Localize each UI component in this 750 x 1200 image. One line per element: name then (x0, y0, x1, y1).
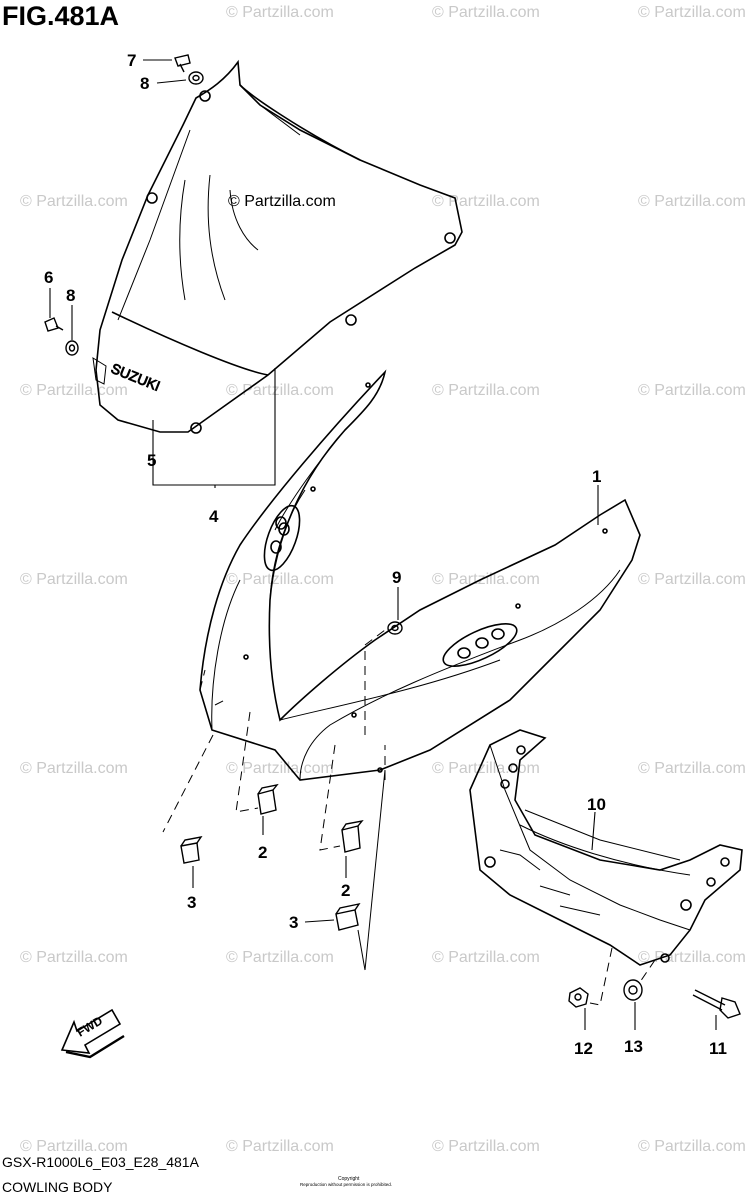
watermark: © Partzilla.com (432, 4, 540, 21)
copyright-small: Copyright (338, 1176, 360, 1182)
callout-11: 11 (709, 1039, 727, 1058)
watermark: © Partzilla.com (638, 1138, 746, 1155)
callout-9: 9 (392, 568, 401, 587)
figure-title: FIG.481A (2, 1, 119, 31)
nut-9 (387, 621, 403, 635)
callout-1: 1 (592, 467, 601, 486)
callout-4: 4 (209, 507, 219, 526)
callout-8-side: 8 (66, 286, 75, 305)
cushion-3-right (335, 902, 361, 931)
windscreen (92, 59, 463, 434)
watermark: © Partzilla.com (20, 1138, 128, 1155)
fwd-arrow-icon: FWD (60, 1008, 125, 1059)
screw-6 (44, 317, 64, 332)
watermark: © Partzilla.com (20, 571, 128, 588)
watermark: © Partzilla.com (638, 382, 746, 399)
cushion-3-left (180, 836, 203, 864)
callout-12: 12 (574, 1039, 593, 1058)
watermark: © Partzilla.com (432, 193, 540, 210)
section-name: COWLING BODY (2, 1179, 113, 1195)
callout-10: 10 (587, 795, 606, 814)
watermark: © Partzilla.com (432, 1138, 540, 1155)
callout-6: 6 (44, 268, 53, 287)
callout-numbers: 1 2 2 3 3 4 5 6 7 8 8 9 10 11 12 13 (44, 51, 727, 1058)
watermark: © Partzilla.com (638, 4, 746, 21)
cowling-bracket (469, 729, 743, 966)
watermark: © Partzilla.com (638, 193, 746, 210)
watermark: © Partzilla.com (226, 949, 334, 966)
nut-8-side (65, 340, 79, 356)
watermark-center: © Partzilla.com (228, 193, 336, 210)
callout-5: 5 (147, 451, 156, 470)
washer-13 (623, 979, 643, 1001)
watermark: © Partzilla.com (226, 1138, 334, 1155)
screw-7 (174, 54, 191, 73)
callout-2-left: 2 (258, 843, 267, 862)
watermark: © Partzilla.com (226, 4, 334, 21)
upper-cowling (199, 369, 641, 781)
watermark: © Partzilla.com (20, 193, 128, 210)
watermark: © Partzilla.com (432, 382, 540, 399)
callout-8-top: 8 (140, 74, 149, 93)
bolt-11 (692, 989, 741, 1019)
model-code: GSX-R1000L6_E03_E28_481A (2, 1154, 200, 1170)
watermark: © Partzilla.com (20, 949, 128, 966)
watermark: © Partzilla.com (432, 949, 540, 966)
nut-12 (568, 987, 589, 1008)
copyright-fine: Reproduction without permission is prohi… (300, 1182, 392, 1187)
callout-3-right: 3 (289, 913, 298, 932)
watermark: © Partzilla.com (20, 760, 128, 777)
callout-13: 13 (624, 1037, 643, 1056)
cushion-2-left (257, 783, 279, 815)
callout-2-right: 2 (341, 881, 350, 900)
leader-lines (49, 59, 717, 1030)
watermark: © Partzilla.com (638, 571, 746, 588)
callout-7: 7 (127, 51, 136, 70)
solid-assembly-lines (357, 769, 386, 971)
cushion-2-right (341, 819, 364, 853)
callout-3-left: 3 (187, 893, 196, 912)
watermark: © Partzilla.com (226, 760, 334, 777)
watermark: © Partzilla.com (638, 760, 746, 777)
watermark-grid: © Partzilla.com © Partzilla.com © Partzi… (20, 4, 746, 1155)
watermark: © Partzilla.com (432, 760, 540, 777)
watermark: © Partzilla.com (226, 382, 334, 399)
watermark: © Partzilla.com (20, 382, 128, 399)
watermark: © Partzilla.com (432, 571, 540, 588)
watermark: © Partzilla.com (638, 949, 746, 966)
watermark: © Partzilla.com (226, 571, 334, 588)
nut-8-top (188, 71, 204, 85)
